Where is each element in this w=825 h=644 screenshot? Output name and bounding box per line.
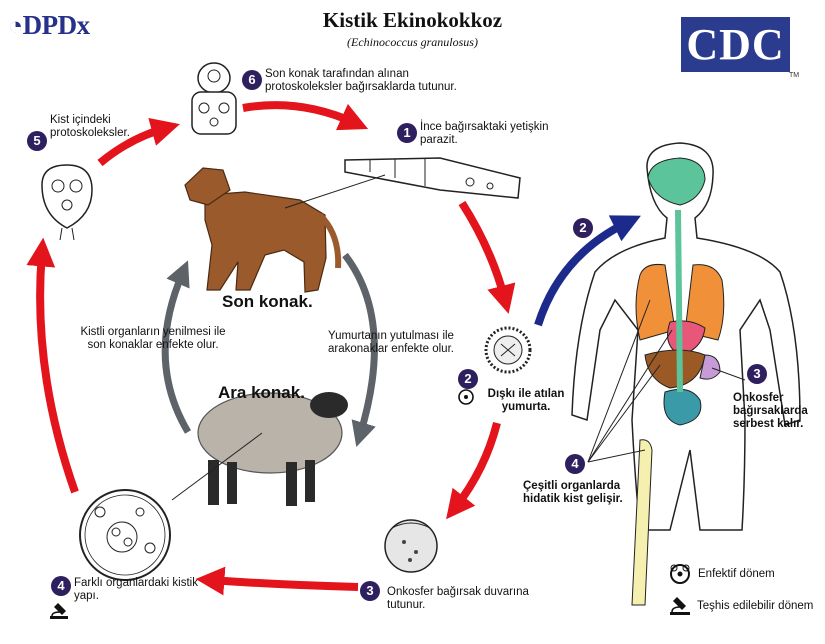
arrow-dog-to-sheep xyxy=(342,252,378,448)
arrow-1-to-2 xyxy=(458,200,516,314)
intermediate-host-label: Ara konak. xyxy=(218,383,305,402)
step-1-badge: 1 xyxy=(397,123,417,143)
arrow-to-human xyxy=(534,215,641,327)
arrow-sheep-to-dog xyxy=(161,260,192,434)
cdc-trademark: TM xyxy=(789,72,800,79)
protoscolex-illustration xyxy=(191,62,237,135)
human-step-4-text: Çeşitli organlarda hidatik kist gelişir. xyxy=(523,480,623,505)
human-step-3-text: Onkosfer bağırsaklarda serbest kalır. xyxy=(733,392,808,430)
page-title: Kistik Ekinokokkoz xyxy=(322,8,503,32)
arrow-3-to-4 xyxy=(195,566,359,596)
dog-illustration xyxy=(184,167,386,293)
legend-microscope-icon xyxy=(670,597,690,615)
step-5-badge: 5 xyxy=(27,131,47,151)
sheep-illustration xyxy=(171,392,348,506)
step-2-text: Dışkı ile atılan yumurta. xyxy=(487,388,565,413)
step-6-badge: 6 xyxy=(242,70,262,90)
page-subtitle: (Echinococcus granulosus) xyxy=(347,35,478,49)
egg-illustration xyxy=(484,326,532,374)
biohazard-icon xyxy=(458,389,474,405)
cdc-logo: CDC xyxy=(681,17,790,72)
step-3-text: Onkosfer bağırsak duvarına tutunur. xyxy=(387,586,529,611)
arrow-6-to-1 xyxy=(242,101,369,131)
step-4-badge: 4 xyxy=(51,576,71,596)
hydatid-cyst-illustration xyxy=(79,489,171,581)
step-4-text: Farklı organlardaki kistik yapı. xyxy=(74,577,198,602)
arrow-2-to-3 xyxy=(446,422,501,520)
adult-worm-illustration xyxy=(344,157,521,199)
arrow-4-to-5 xyxy=(26,237,79,494)
inner-label-left: Kistli organların yenilmesi ile son kona… xyxy=(80,326,226,351)
step-2-badge: 2 xyxy=(458,369,478,389)
definitive-host-label: Son konak. xyxy=(222,292,313,311)
legend-infective-text: Enfektif dönem xyxy=(698,568,775,580)
legend-diagnostic-text: Teşhis edilebilir dönem xyxy=(697,600,814,612)
human-step-4-badge: 4 xyxy=(565,454,585,474)
step-5-text: Kist içindeki protoskoleksler. xyxy=(50,114,130,139)
legend-biohazard-icon xyxy=(670,564,690,584)
human-step-3-badge: 3 xyxy=(747,364,767,384)
inner-label-right: Yumurtanın yutulması ile arakonaklar enf… xyxy=(328,330,454,355)
human-step-2-badge: 2 xyxy=(573,218,593,238)
step-6-text: Son konak tarafından alınan protoskoleks… xyxy=(265,68,457,93)
microscope-icon xyxy=(50,603,68,619)
dpdx-logo: ◔DPDx xyxy=(8,10,90,40)
step-1-text: İnce bağırsaktaki yetişkin parazit. xyxy=(420,121,549,146)
human-illustration xyxy=(571,142,801,606)
arrow-5-to-6 xyxy=(97,117,180,167)
oncosphere-illustration xyxy=(384,519,438,573)
cyst-protoscolex-illustration xyxy=(41,164,93,241)
step-3-badge: 3 xyxy=(360,581,380,601)
